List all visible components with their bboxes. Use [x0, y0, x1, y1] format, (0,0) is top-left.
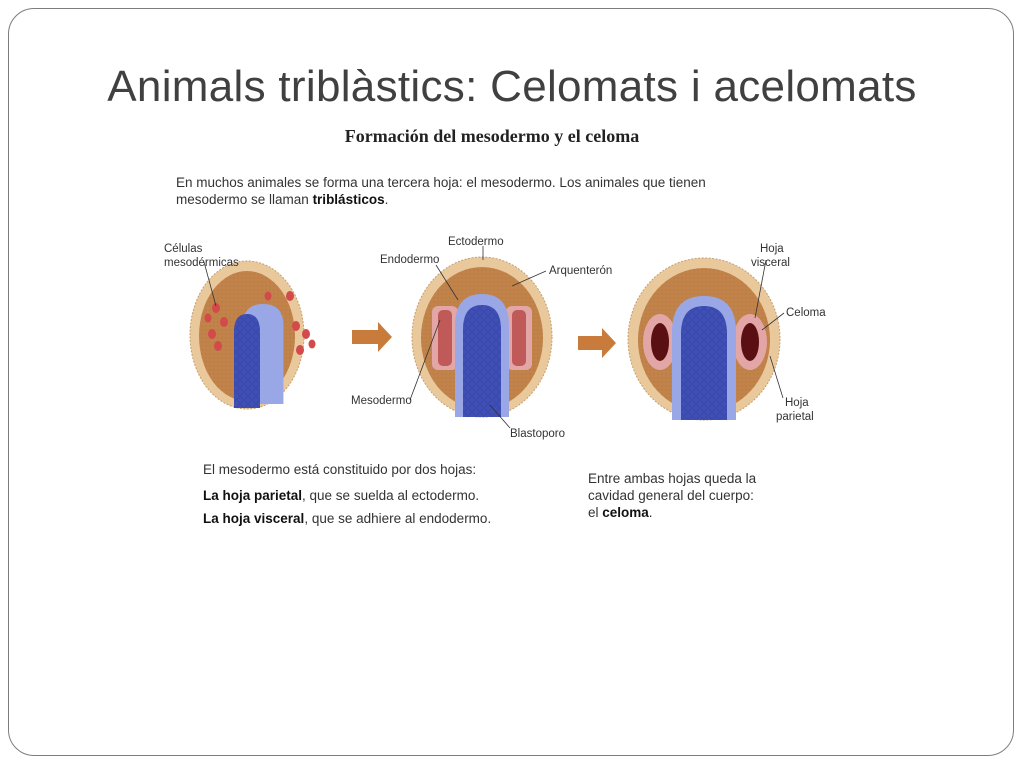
caption-right-line-1: Entre ambas hojas queda la — [588, 471, 757, 486]
embryo-stage-1 — [189, 260, 316, 410]
intro-line-1: En muchos animales se forma una tercera … — [176, 175, 706, 190]
arrow-1 — [352, 322, 392, 352]
label-hoja-visceral-1: Hoja — [760, 243, 784, 255]
leader-lines — [203, 246, 785, 429]
label-hoja-parietal-1: Hoja — [785, 397, 809, 409]
embryo-stage-2 — [411, 256, 553, 418]
label-endodermo: Endodermo — [380, 254, 439, 266]
label-arquenteron: Arquenterón — [549, 265, 612, 277]
arrow-2 — [578, 328, 616, 358]
label-celoma: Celoma — [786, 307, 826, 319]
caption-left-line-1: El mesodermo está constituido por dos ho… — [203, 462, 477, 477]
intro-bold-term: triblásticos — [312, 192, 385, 207]
caption-right-line-2: cavidad general del cuerpo: — [588, 488, 754, 503]
mesodermal-cells — [204, 291, 316, 355]
label-mesodermicas: mesodérmicas — [164, 257, 239, 269]
label-ectodermo: Ectodermo — [448, 236, 504, 248]
figure-title: Formación del mesodermo y el celoma — [344, 126, 640, 146]
label-hoja-parietal-2: parietal — [776, 411, 814, 423]
caption-left-line-3: La hoja visceral, que se adhiere al endo… — [203, 511, 492, 526]
caption-left-line-2: La hoja parietal, que se suelda al ectod… — [203, 488, 480, 503]
label-hoja-visceral-2: visceral — [751, 257, 790, 269]
caption-right-line-3: el celoma. — [588, 505, 653, 520]
embryo-stage-3 — [627, 257, 781, 421]
intro-line-2: mesodermo se llaman triblásticos. — [176, 192, 389, 207]
label-blastoporo: Blastoporo — [510, 428, 565, 440]
label-mesodermo: Mesodermo — [351, 395, 412, 407]
slide-title: Animals triblàstics: Celomats i acelomat… — [107, 62, 917, 111]
label-celulas: Células — [164, 243, 203, 255]
